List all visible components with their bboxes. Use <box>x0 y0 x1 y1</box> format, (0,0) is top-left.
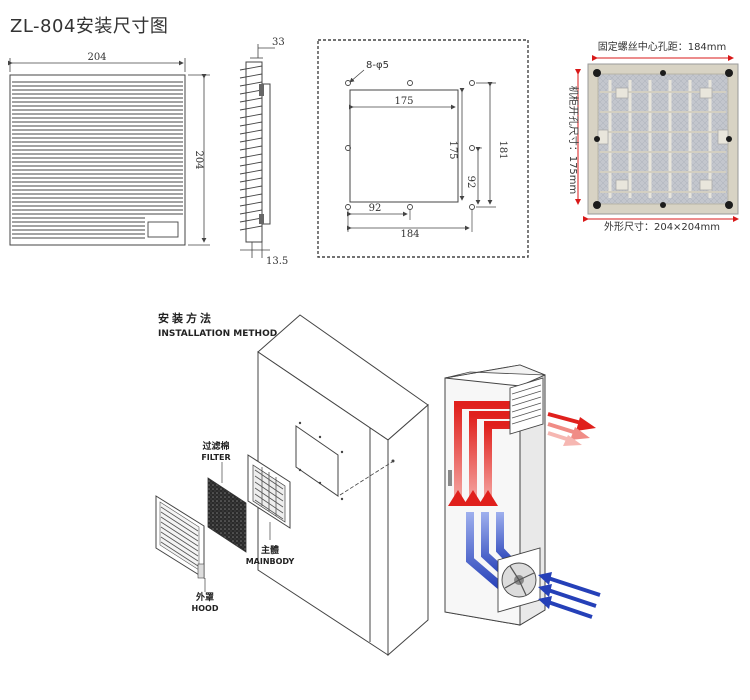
cutout-half-height: 92 <box>465 176 476 189</box>
front-view: 204 204 <box>8 52 210 246</box>
frame-clips <box>597 87 729 191</box>
intake-arrows <box>538 572 601 619</box>
cutout-inner-width: 175 <box>394 96 413 107</box>
side-bottom-dim: 13.5 <box>266 256 288 267</box>
cutout-half-width: 92 <box>369 203 382 214</box>
cutout-outer-height: 181 <box>497 140 508 159</box>
hood-part <box>155 495 205 579</box>
side-top-dim: 33 <box>272 37 285 48</box>
filter-en: FILTER <box>201 453 230 462</box>
front-louvers <box>12 81 183 239</box>
front-panel <box>9 74 186 246</box>
filter-cn: 过滤棉 <box>202 440 229 452</box>
hood-cn: 外罩 <box>195 591 214 603</box>
airflow-cabinet <box>444 364 601 626</box>
outer-size-label: 外形尺寸：204×204mm <box>604 220 720 233</box>
cutout-view: 8-φ5 175 175 181 92 92 184 <box>317 39 529 258</box>
mainbody-cn: 主體 <box>261 544 279 556</box>
install-title-cn: 安装方法 <box>158 311 214 325</box>
wall-cutout <box>295 425 339 497</box>
front-width-dim: 204 <box>87 52 106 63</box>
cabinet-cutout-label: 机柜开孔尺寸：175mm <box>567 86 580 195</box>
front-label-plate <box>147 221 179 238</box>
cutout-inner-height: 175 <box>447 140 458 159</box>
hot-air-arrows <box>448 401 515 506</box>
mainbody-part <box>247 454 291 529</box>
cabinet-wall <box>257 314 429 657</box>
page-title: ZL-804安装尺寸图 <box>10 16 169 37</box>
front-height-dim: 204 <box>193 150 204 169</box>
cutout-outer-width: 184 <box>400 229 419 240</box>
mounting-holes <box>345 80 475 210</box>
hood-en: HOOD <box>192 604 219 613</box>
install-title-en: INSTALLATION METHOD <box>158 329 277 339</box>
hole-distance-label: 固定螺丝中心孔距：184mm <box>598 40 727 53</box>
frame-corner-holes <box>593 69 733 209</box>
side-fins <box>239 65 263 231</box>
photo-view: 固定螺丝中心孔距：184mm 机柜开孔尺寸：175mm 外形尺寸： <box>567 40 739 233</box>
exhaust-arrows <box>547 412 596 446</box>
side-view: 33 13.5 <box>239 37 288 267</box>
holes-label: 8-φ5 <box>366 60 389 71</box>
installation-diagram: 安装方法 INSTALLATION METHOD <box>155 311 601 657</box>
mainbody-en: MAINBODY <box>246 557 295 566</box>
filter-pad <box>207 477 247 553</box>
